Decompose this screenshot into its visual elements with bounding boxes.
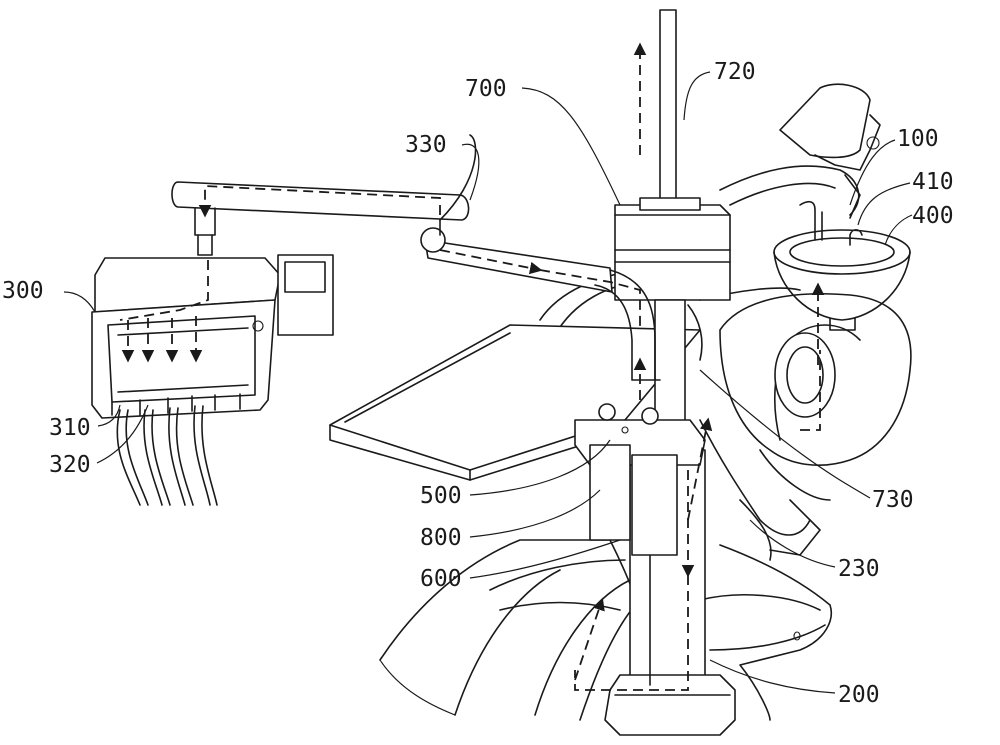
label-410: 410 — [912, 169, 954, 195]
instrument-tray — [92, 255, 333, 505]
label-310: 310 — [49, 415, 91, 441]
label-100: 100 — [897, 126, 939, 152]
label-400: 400 — [912, 203, 954, 229]
label-720: 720 — [714, 59, 756, 85]
label-600: 600 — [420, 566, 462, 592]
label-330: 330 — [405, 132, 447, 158]
label-700: 700 — [465, 76, 507, 102]
headrest — [780, 84, 880, 218]
label-500: 500 — [420, 483, 462, 509]
label-230: 230 — [838, 556, 880, 582]
label-800: 800 — [420, 525, 462, 551]
label-300: 300 — [2, 278, 44, 304]
label-200: 200 — [838, 682, 880, 708]
label-320: 320 — [49, 452, 91, 478]
label-730: 730 — [872, 487, 914, 513]
cuspidor-housing — [700, 294, 911, 560]
